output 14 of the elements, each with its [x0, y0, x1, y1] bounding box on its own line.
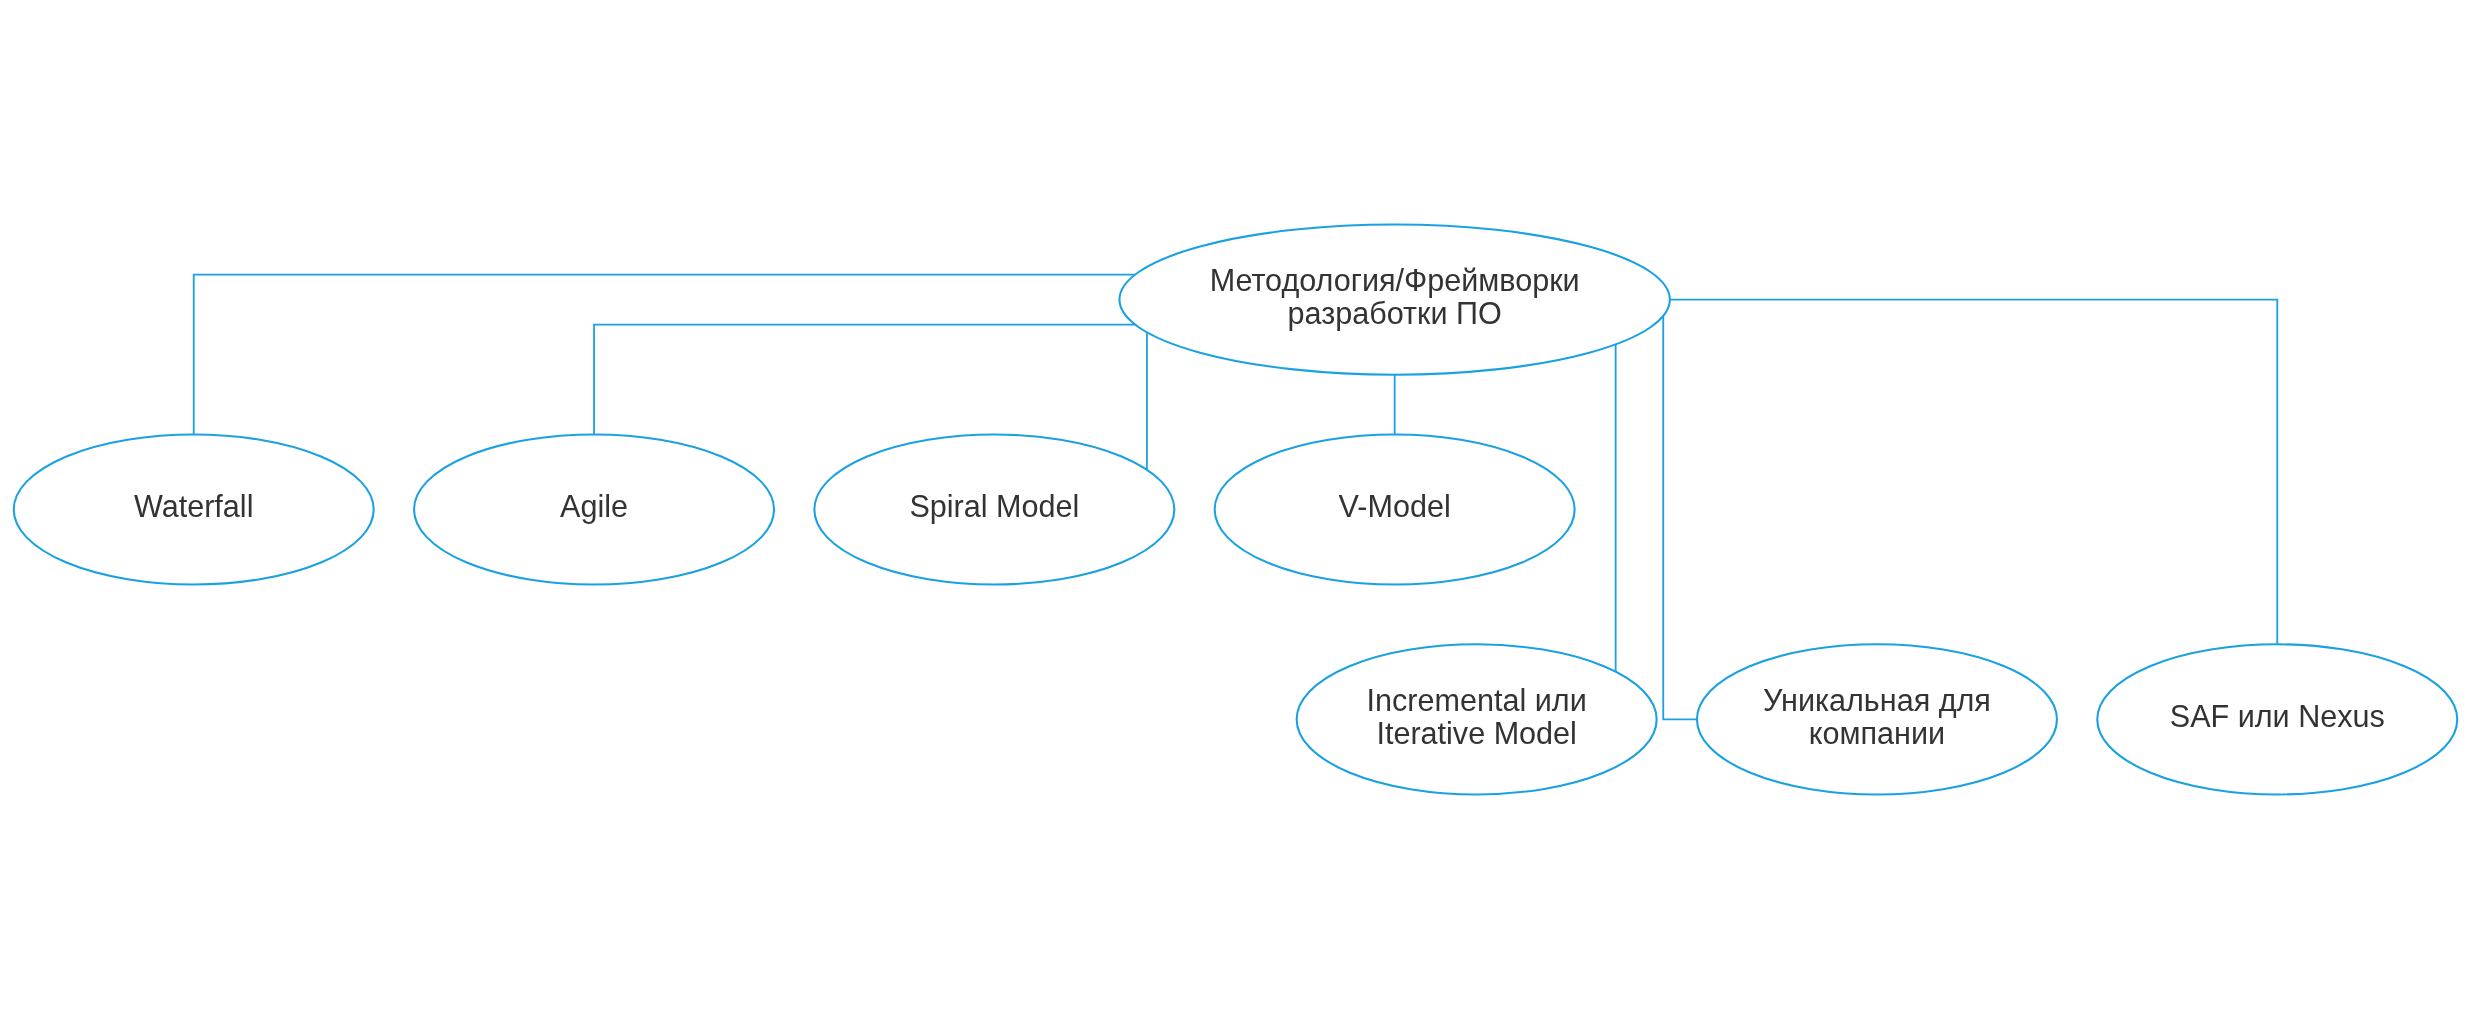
connector [192, 273, 1137, 435]
connector [1393, 373, 1396, 435]
node-ellipse: Методология/Фреймворки разработки ПО [1118, 223, 1671, 376]
node-ellipse: Incremental или Iterative Model [1295, 642, 1658, 795]
node-ellipse: V-Model [1213, 432, 1576, 586]
node-ellipse: SAF или Nexus [2096, 642, 2459, 795]
connector [1146, 331, 1148, 470]
node-ellipse: Agile [413, 432, 776, 586]
node-ellipse: Spiral Model [813, 432, 1176, 586]
connector [1614, 343, 1617, 672]
node-ellipse: Уникальная для компании [1695, 642, 2058, 795]
connector [593, 323, 1136, 435]
node-ellipse: Waterfall [12, 432, 375, 586]
connector [1669, 298, 2279, 645]
